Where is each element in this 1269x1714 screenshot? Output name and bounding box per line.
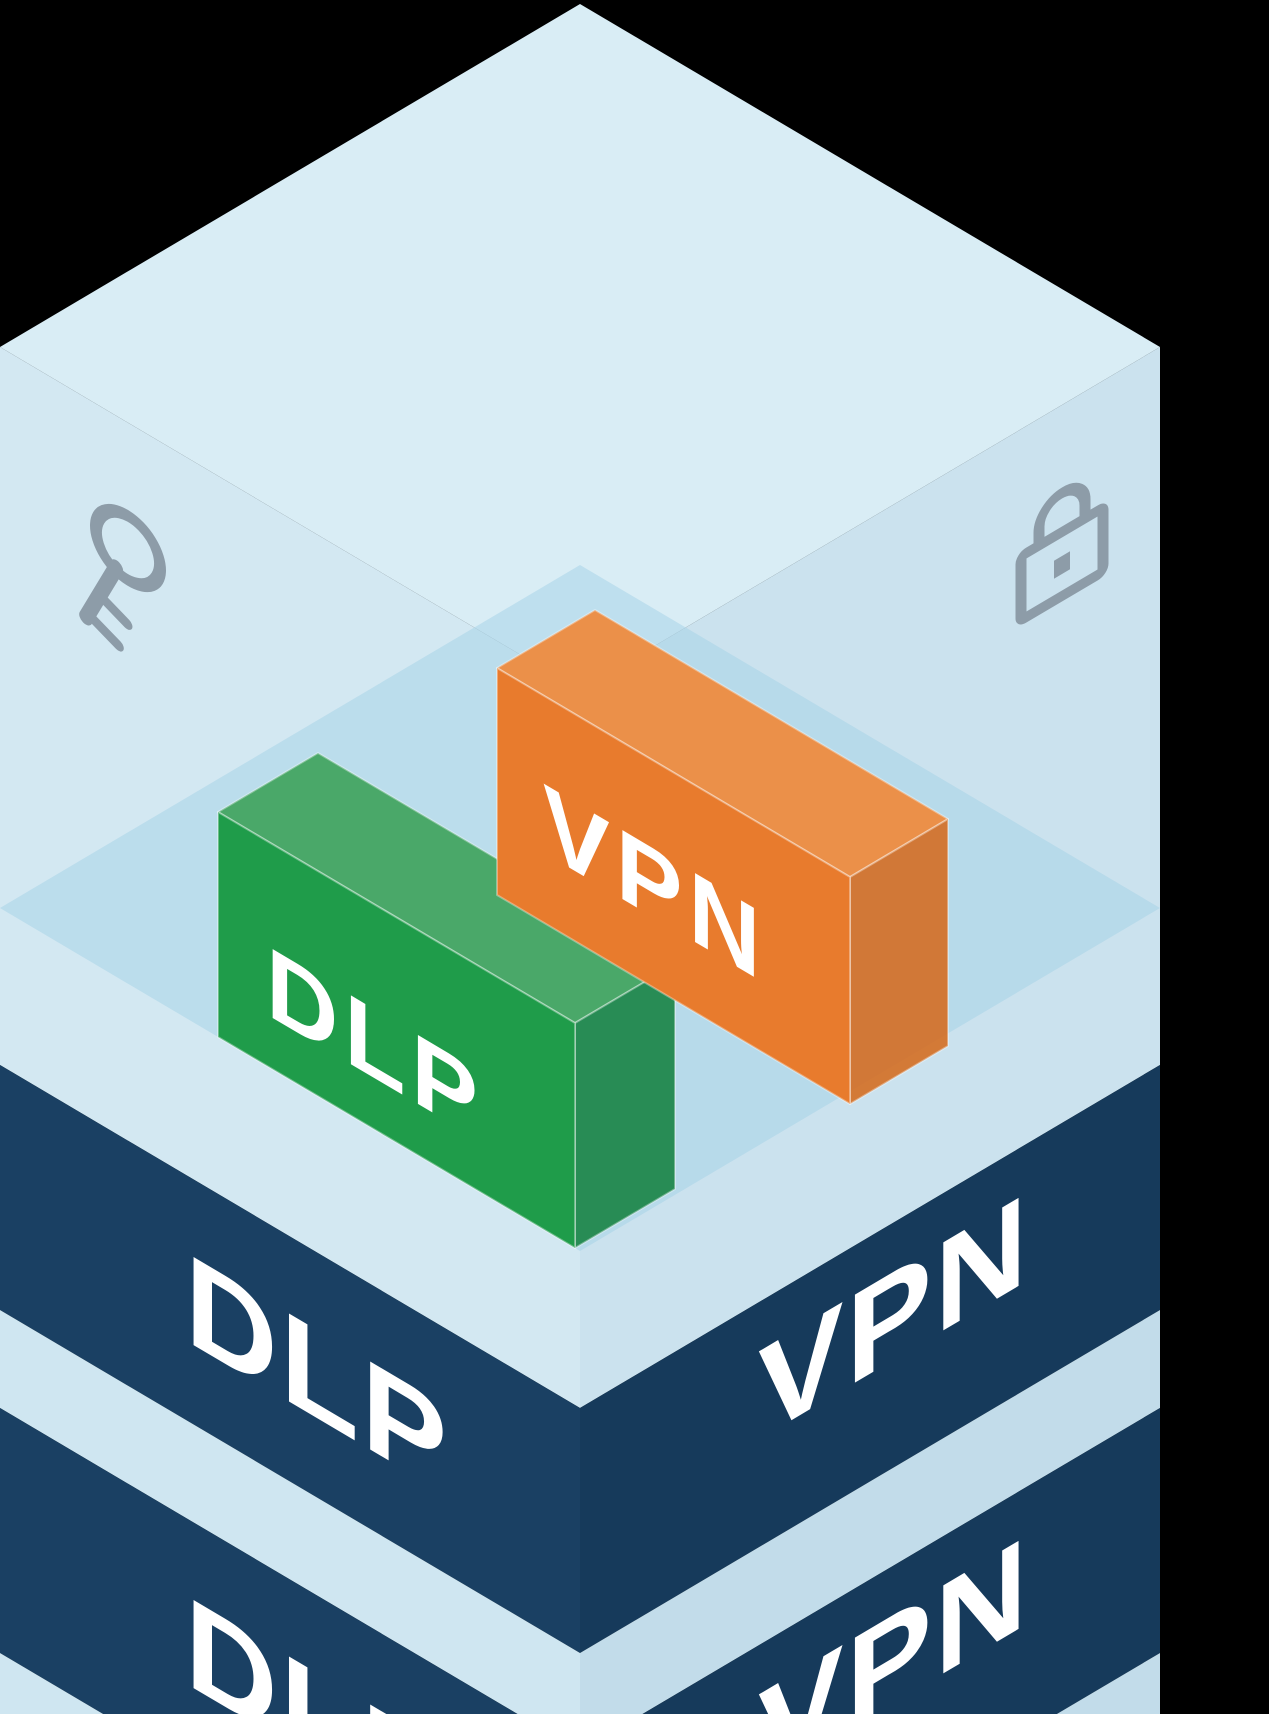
stack-gap-2 [0,1653,1160,1714]
stack-gap-2-right-face [1056,1653,1160,1714]
stack-gap-1-right-face [580,1310,1160,1714]
key-shaft [79,559,124,626]
stack-layer-2-right-face [642,1408,1160,1714]
lock-body [1015,503,1109,625]
lock-shackle [1033,482,1091,551]
stack-gap-2-left-face [0,1653,104,1714]
vpn-box-front-face [496,667,851,1105]
stack-layer-1-right-face [580,1065,1160,1653]
lock-icon [1015,482,1109,625]
stack-gap-1-left-face [0,1310,580,1714]
key-tooth-2 [87,612,124,652]
key-icon [79,503,166,652]
stack-layer-1-left-face [0,1065,580,1653]
key-tooth-1 [98,593,133,630]
stack-gap-1 [0,1310,1160,1714]
dlp-box-front-face [217,811,576,1249]
vpn-box: VPN [496,609,949,1105]
stack-layer-2-left-face [0,1408,518,1714]
lock-keyhole [1054,551,1070,579]
